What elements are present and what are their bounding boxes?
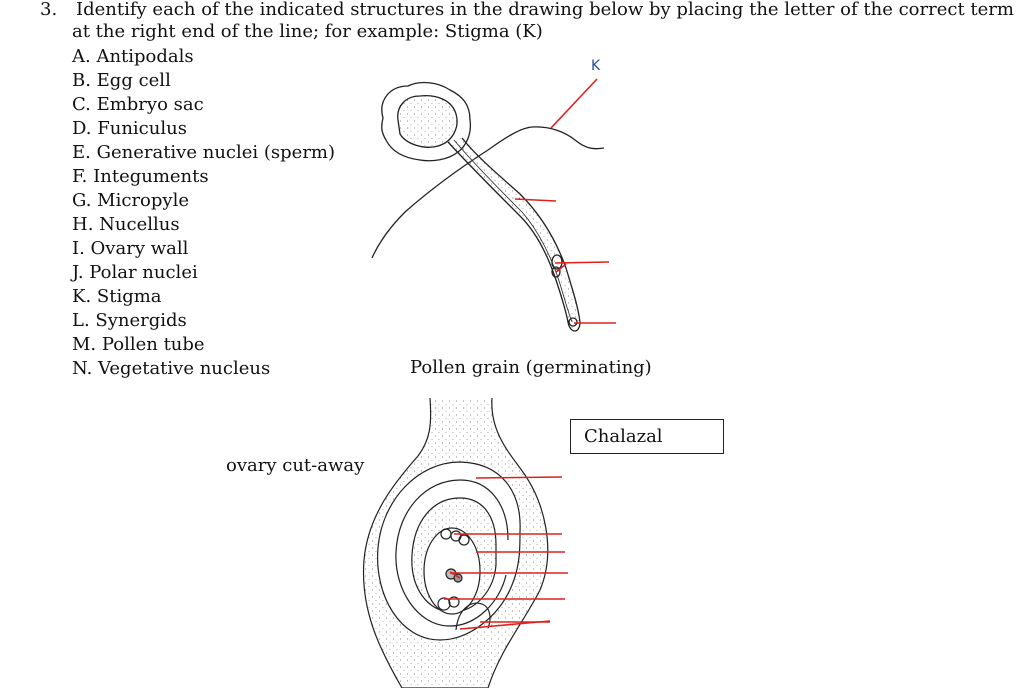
term-item: M. Pollen tube [72,334,205,355]
ovary-answer-lines [444,476,568,630]
term-item: L. Synergids [72,310,187,331]
tube-tip-nucleus [568,317,578,327]
stigma-surface [371,126,605,259]
pollen-tube-inner [453,139,573,323]
term-item: J. Polar nuclei [72,262,198,283]
generative-nucleus [551,266,561,278]
question-number: 3. [40,0,58,20]
term-item: H. Nucellus [72,214,180,235]
question-text-line-2: at the right end of the line; for exampl… [72,21,543,42]
term-list: A. Antipodals B. Egg cell C. Embryo sac … [72,45,335,381]
pollen-answer-lines [514,78,616,324]
pollen-drawing [371,81,605,332]
term-item: C. Embryo sac [72,94,204,115]
term-item: F. Integuments [72,166,209,187]
ovary-drawing [362,397,549,688]
funiculus [455,602,491,631]
answer-line [449,571,461,579]
answer-line-stigma [550,78,598,129]
pollen-grain-wall [381,81,472,162]
term-item: G. Micropyle [72,190,189,211]
question-text-line-1: Identify each of the indicated structure… [76,0,1014,20]
example-answer-letter: K [591,58,601,74]
term-item: K. Stigma [72,286,162,307]
pollen-grain-cytoplasm [397,94,458,148]
answer-line [475,476,563,479]
answer-line [554,261,610,264]
answer-line [555,263,567,273]
term-item: D. Funiculus [72,118,187,139]
answer-box-chalazal[interactable]: Chalazal [570,419,724,454]
pollen-tube [447,137,581,332]
answer-line [514,198,557,202]
term-item: E. Generative nuclei (sperm) [72,142,336,163]
inner-integument [395,479,509,627]
vegetative-nucleus [551,254,563,270]
pollen-caption: Pollen grain (germinating) [410,357,652,378]
synergid [448,596,460,608]
term-item: A. Antipodals [72,46,194,67]
term-item: I. Ovary wall [72,238,189,259]
answer-line [459,620,551,630]
ovary-caption: ovary cut-away [226,455,365,476]
term-item: N. Vegetative nucleus [72,358,271,379]
antipodal-cell [458,534,470,546]
term-item: B. Egg cell [72,70,171,91]
